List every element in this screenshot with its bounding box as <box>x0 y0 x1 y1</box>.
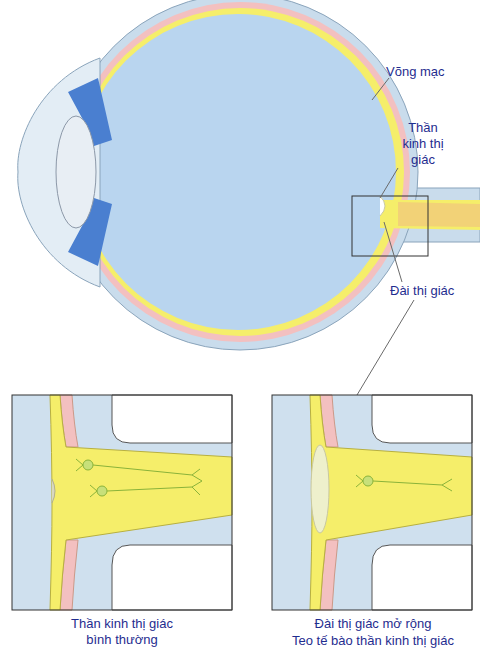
inset-caption: Teo tế bào thần kinh thị giác <box>268 633 478 649</box>
normal-inset <box>12 395 232 610</box>
inset-caption: Thần kinh thị giác bình thường <box>57 616 187 648</box>
enlarged-cup-inset <box>272 395 472 610</box>
leader-lines <box>330 78 414 440</box>
part-label: Võng mạc <box>386 64 456 80</box>
part-label: Đài thị giác <box>390 283 476 299</box>
inset-caption: Đài thị giác mở rộng <box>268 616 478 632</box>
eyeball <box>18 0 480 350</box>
part-label: Thần kinh thị giác <box>398 120 448 168</box>
